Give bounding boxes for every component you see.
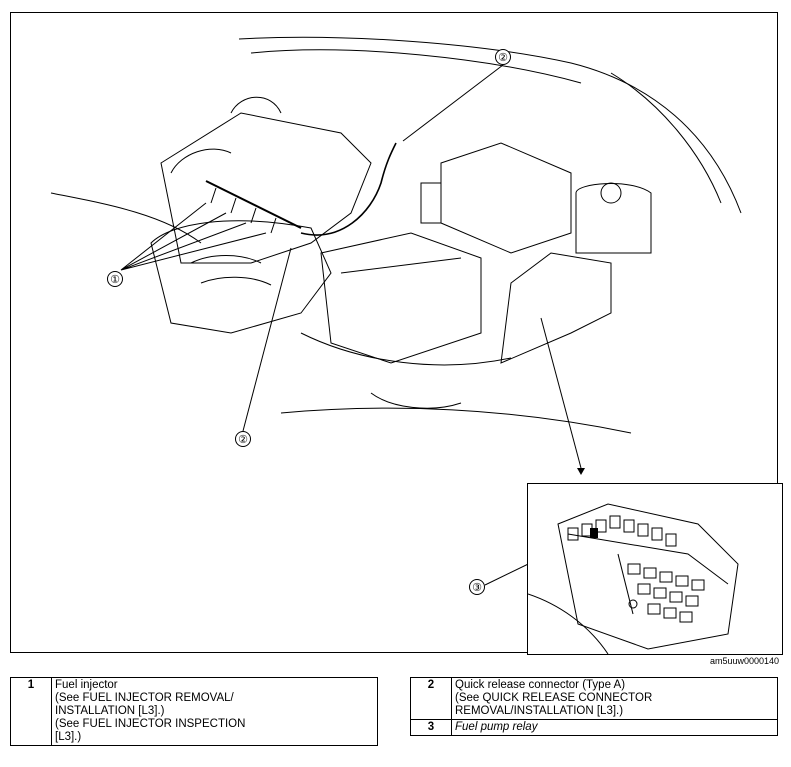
callout-2-top-leader: [402, 64, 504, 142]
intake-manifold: [150, 220, 332, 334]
legend-line: (See FUEL INJECTOR REMOVAL/: [55, 692, 234, 704]
fuse-block-inset: [527, 483, 783, 655]
legend-table-left: 1 Fuel injector (See FUEL INJECTOR REMOV…: [10, 677, 378, 746]
callout-2-bottom-leader: [242, 247, 292, 432]
legend-row-1: 1 Fuel injector (See FUEL INJECTOR REMOV…: [10, 677, 378, 746]
hood-outline: [238, 36, 742, 214]
fuel-rail: [205, 180, 302, 229]
callout-2-bottom: ②: [235, 431, 251, 447]
callout-2-top: ②: [495, 49, 511, 65]
engine-bay-drawing: [50, 36, 742, 586]
legend-number: 2: [410, 677, 452, 720]
legend-line: REMOVAL/INSTALLATION [L3].): [455, 705, 624, 717]
legend-description: Fuel pump relay: [451, 719, 778, 736]
legend-title: Fuel injector: [55, 679, 118, 691]
legend-number: 1: [10, 677, 52, 746]
air-cleaner: [320, 232, 482, 364]
legend-table-right: 2 Quick release connector (Type A) (See …: [410, 677, 778, 736]
legend-description: Fuel injector (See FUEL INJECTOR REMOVAL…: [51, 677, 378, 746]
legend-description: Quick release connector (Type A) (See QU…: [451, 677, 778, 720]
legend-line: (See QUICK RELEASE CONNECTOR: [455, 692, 653, 704]
legend-row-2: 2 Quick release connector (Type A) (See …: [410, 677, 778, 720]
reservoir: [575, 183, 652, 254]
inset-leader: [540, 317, 582, 469]
callout-3: ③: [469, 579, 485, 595]
fuse-block-drawing: [528, 503, 739, 654]
legend-title: Quick release connector (Type A): [455, 679, 626, 691]
battery: [440, 142, 572, 254]
legend-line: INSTALLATION [L3].): [55, 705, 165, 717]
fuel-hose: [300, 142, 397, 236]
legend-line: (See FUEL INJECTOR INSPECTION: [55, 718, 246, 730]
legend-title: Fuel pump relay: [455, 721, 538, 733]
legend-line: [L3].): [55, 731, 82, 743]
engine-block: [160, 112, 372, 264]
callout-1-leaders: [120, 202, 267, 271]
image-code: am5uuw0000140: [709, 656, 779, 666]
engine-bay-figure: ① ② ② ③: [10, 12, 783, 655]
legend-row-3: 3 Fuel pump relay: [410, 719, 778, 736]
relay-box: [500, 252, 612, 364]
callout-1: ①: [107, 271, 123, 287]
legend-number: 3: [410, 719, 452, 736]
